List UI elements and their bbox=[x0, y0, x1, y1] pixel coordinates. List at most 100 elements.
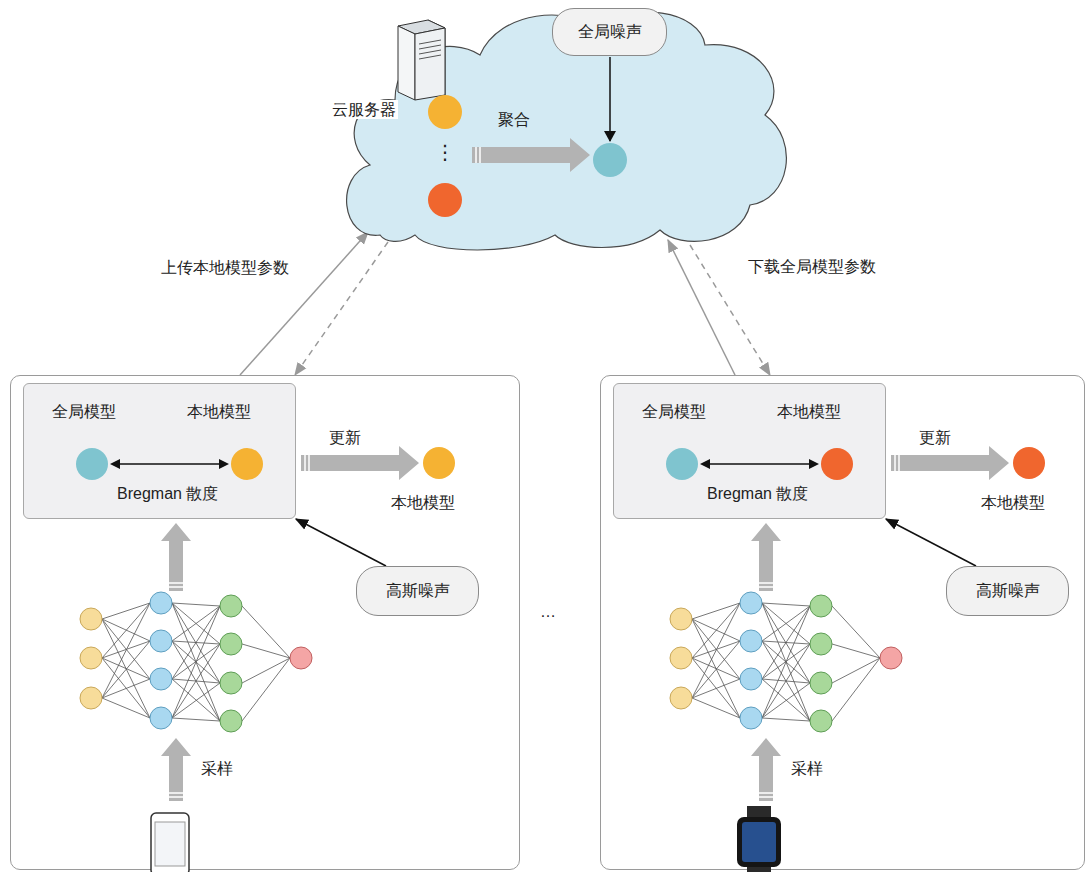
block-arrow bbox=[751, 738, 781, 801]
arrow-stripe bbox=[894, 455, 896, 471]
node-text: 本地模型 bbox=[777, 402, 841, 421]
network-neuron bbox=[150, 592, 172, 614]
node-text: Bregman 散度 bbox=[707, 484, 808, 503]
divergence-arrow bbox=[706, 463, 813, 465]
network-link bbox=[102, 603, 150, 698]
watch-screen bbox=[742, 822, 776, 862]
phone-icon bbox=[151, 813, 189, 872]
noise-arrow bbox=[609, 57, 611, 141]
network-link bbox=[172, 603, 220, 683]
model-circle bbox=[423, 447, 455, 479]
model-box: 全局模型 本地模型 Bregman 散度 bbox=[23, 383, 296, 519]
server-slot bbox=[419, 40, 441, 44]
arrow-stripe bbox=[759, 796, 773, 798]
network-neuron bbox=[670, 608, 692, 630]
arrow-stripe bbox=[759, 582, 773, 584]
node-text: 本地模型 bbox=[187, 402, 251, 421]
arrow-stripe bbox=[304, 455, 306, 471]
network-link bbox=[172, 606, 220, 679]
network-link bbox=[172, 641, 220, 721]
noise-arrowhead bbox=[604, 131, 616, 142]
model-circle bbox=[821, 448, 853, 480]
network-link bbox=[832, 606, 880, 658]
network-neuron bbox=[220, 595, 242, 617]
node-text: 更新 bbox=[329, 428, 361, 447]
network-link bbox=[172, 603, 220, 721]
arrow-stripe bbox=[169, 586, 183, 588]
ellipsis-label: … bbox=[540, 602, 556, 621]
network-neuron bbox=[220, 710, 242, 732]
arrow-stripe bbox=[169, 792, 183, 794]
ellipsis-label: ⋮ bbox=[435, 140, 455, 164]
model-circle bbox=[1013, 447, 1045, 479]
network-link bbox=[102, 679, 150, 698]
node-text: Bregman 散度 bbox=[117, 484, 218, 503]
client-panel: 更新本地模型采样全局模型本地模型Bregman 散度高斯噪声 bbox=[10, 375, 520, 870]
network-neuron bbox=[810, 710, 832, 732]
network-link bbox=[692, 679, 740, 698]
network-link bbox=[102, 641, 150, 698]
network-link bbox=[172, 644, 220, 718]
network-neuron bbox=[880, 647, 902, 669]
server-slot bbox=[419, 55, 441, 59]
network-neuron bbox=[670, 687, 692, 709]
network-link bbox=[172, 718, 220, 721]
network-link bbox=[692, 698, 740, 718]
network-neuron bbox=[220, 633, 242, 655]
network-link bbox=[242, 658, 290, 683]
network-link bbox=[102, 658, 150, 679]
network-link bbox=[762, 679, 810, 721]
network-link bbox=[102, 698, 150, 718]
arrow-stripe bbox=[898, 455, 900, 471]
node-text: 高斯噪声 bbox=[386, 581, 450, 600]
watch-body bbox=[737, 817, 781, 867]
network-link bbox=[762, 606, 810, 679]
network-neuron bbox=[290, 647, 312, 669]
node-text: 全局模型 bbox=[52, 402, 116, 421]
arrowhead bbox=[110, 459, 120, 469]
server-face bbox=[415, 28, 445, 100]
node-text: 全局噪声 bbox=[578, 22, 642, 41]
network-link bbox=[242, 658, 290, 721]
network-link bbox=[762, 603, 810, 606]
arrow-stripe bbox=[475, 147, 477, 163]
network-link bbox=[832, 644, 880, 658]
node-text: 本地模型 bbox=[391, 493, 455, 512]
network-neuron bbox=[740, 707, 762, 729]
cloud-server-region: 云服务器聚合 全局噪声 bbox=[320, 0, 810, 255]
phone-body bbox=[151, 813, 189, 872]
model-circle bbox=[428, 95, 462, 129]
arrow-stripe bbox=[759, 586, 773, 588]
node-text: 全局模型 bbox=[642, 402, 706, 421]
node-text: 高斯噪声 bbox=[976, 581, 1040, 600]
server-front bbox=[398, 26, 415, 100]
network-link bbox=[762, 603, 810, 721]
connector-arrow bbox=[240, 232, 368, 375]
watch-icon bbox=[737, 806, 781, 872]
gaussian-noise-box: 高斯噪声 bbox=[946, 566, 1069, 616]
neural-network bbox=[80, 592, 312, 732]
node-text: 云服务器 bbox=[330, 100, 398, 119]
network-link bbox=[762, 644, 810, 718]
model-box: 全局模型 本地模型 Bregman 散度 bbox=[613, 383, 886, 519]
network-link bbox=[102, 658, 150, 718]
network-neuron bbox=[740, 630, 762, 652]
network-link bbox=[692, 603, 740, 698]
divergence-arrow bbox=[116, 463, 223, 465]
network-neuron bbox=[80, 687, 102, 709]
model-circle bbox=[231, 448, 263, 480]
node-text: 采样 bbox=[791, 759, 823, 778]
network-link bbox=[172, 603, 220, 606]
network-link bbox=[692, 641, 740, 698]
network-link bbox=[692, 619, 740, 718]
network-neuron bbox=[80, 647, 102, 669]
client-panel: 更新本地模型采样全局模型本地模型Bregman 散度高斯噪声 bbox=[600, 375, 1085, 870]
block-arrow bbox=[891, 446, 1009, 480]
connector-arrow bbox=[295, 242, 388, 375]
network-neuron bbox=[80, 608, 102, 630]
block-arrow bbox=[161, 523, 191, 591]
node-text: 聚合 bbox=[498, 110, 530, 129]
block-arrow bbox=[751, 523, 781, 591]
network-neuron bbox=[150, 668, 172, 690]
arrowhead bbox=[219, 459, 229, 469]
